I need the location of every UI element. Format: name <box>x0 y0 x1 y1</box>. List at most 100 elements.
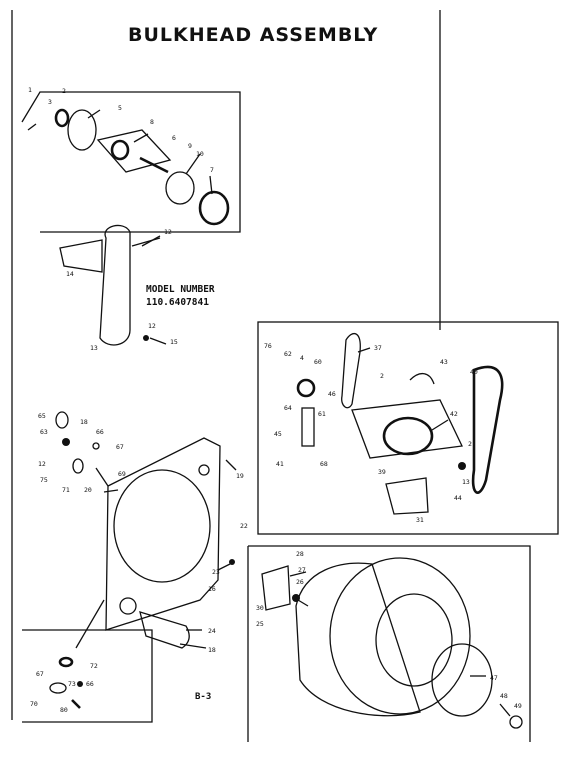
callout: 66 <box>96 428 104 436</box>
model-number-block: MODEL NUMBER 110.6407841 <box>146 283 215 309</box>
callout: 12 <box>164 228 172 236</box>
bushing <box>110 139 130 161</box>
callout: 31 <box>416 516 424 524</box>
bearing-plate <box>96 129 172 173</box>
callout: 26 <box>296 578 304 586</box>
bulkhead-hole-top <box>198 464 210 476</box>
callout: 20 <box>84 486 92 494</box>
callout: 69 <box>118 470 126 478</box>
callout-labels: 1 2 3 5 8 6 9 10 7 12 14 12 15 13 65 18 … <box>28 86 522 714</box>
motor-clamp <box>409 373 435 385</box>
nut <box>77 681 83 687</box>
callout: 5 <box>118 104 122 112</box>
bulkhead <box>75 437 235 649</box>
callout: 16 <box>208 585 216 593</box>
thermal-fuse <box>62 438 70 446</box>
shaft <box>139 156 169 174</box>
model-number-value: 110.6407841 <box>146 297 209 308</box>
callout: 41 <box>276 460 284 468</box>
callout: 72 <box>90 662 98 670</box>
exhaust-duct <box>59 224 161 346</box>
callout: 46 <box>328 390 336 398</box>
callout: 6 <box>172 134 176 142</box>
idler-bracket <box>301 407 315 447</box>
drum-inset-frame <box>248 545 531 742</box>
callout: 63 <box>40 428 48 436</box>
callout: 76 <box>264 342 272 350</box>
callout: 71 <box>62 486 70 494</box>
inset-parts <box>49 656 83 709</box>
callout: 67 <box>36 670 44 678</box>
callout: 2 <box>62 87 66 95</box>
bulkhead-bracket <box>95 467 109 487</box>
callout: 13 <box>462 478 470 486</box>
callout: 73 <box>68 680 76 688</box>
page-reference: B-3 <box>195 692 212 702</box>
callout: 48 <box>500 692 508 700</box>
washer <box>49 682 67 694</box>
blower-coupling <box>458 462 466 470</box>
duct-lint-screen <box>59 239 103 273</box>
motor-mount-plate <box>351 399 463 459</box>
callout: 70 <box>30 700 38 708</box>
screw <box>27 123 37 131</box>
drum-seal <box>431 643 493 717</box>
seal-ring <box>67 109 97 151</box>
burner-tube <box>139 611 190 649</box>
gasket <box>58 656 74 668</box>
callout: 24 <box>208 627 216 635</box>
impeller-assembly <box>21 91 241 233</box>
callout: 60 <box>314 358 322 366</box>
motor <box>382 416 434 456</box>
callout: 18 <box>208 646 216 654</box>
callout: 75 <box>40 476 48 484</box>
duct-body <box>99 224 131 346</box>
drum-belt <box>471 365 504 494</box>
callout: 7 <box>210 166 214 174</box>
callout: 3 <box>48 98 52 106</box>
callout: 23 <box>212 568 220 576</box>
drive-belt-small <box>341 332 361 409</box>
clip <box>92 442 100 450</box>
callout: 80 <box>60 706 68 714</box>
callout: 30 <box>256 604 264 612</box>
callout: 14 <box>66 270 74 278</box>
callout: 2 <box>468 440 472 448</box>
diagram-title: BULKHEAD ASSEMBLY <box>128 24 379 46</box>
drum-front <box>329 557 471 715</box>
callout: 10 <box>196 150 204 158</box>
idler-pulley <box>296 378 316 398</box>
callout: 12 <box>38 460 46 468</box>
model-number-label: MODEL NUMBER <box>146 284 215 295</box>
callout: 19 <box>236 472 244 480</box>
callout: 66 <box>86 680 94 688</box>
motor-inset-frame <box>257 321 559 535</box>
callout: 25 <box>256 620 264 628</box>
callout: 28 <box>296 550 304 558</box>
bearing <box>54 108 70 128</box>
leader-lines <box>87 109 511 717</box>
callout: 18 <box>80 418 88 426</box>
drum-shell <box>295 562 421 717</box>
callout: 40 <box>470 368 478 376</box>
drum-bracket <box>261 565 291 611</box>
sensor <box>72 458 84 474</box>
callout: 37 <box>374 344 382 352</box>
blower-wheel <box>198 190 230 226</box>
blower-wheel-disc <box>165 171 195 205</box>
callout: 68 <box>320 460 328 468</box>
callout: 1 <box>28 86 32 94</box>
callout: 8 <box>150 118 154 126</box>
callout: 22 <box>240 522 248 530</box>
motor-bracket <box>385 477 429 515</box>
callout: 42 <box>450 410 458 418</box>
callout: 61 <box>318 410 326 418</box>
thermostat <box>55 411 69 429</box>
callout: 27 <box>298 566 306 574</box>
bulkhead-panel <box>105 437 221 631</box>
callout: 15 <box>170 338 178 346</box>
callout: 47 <box>490 674 498 682</box>
wire-harness <box>75 599 105 649</box>
drum-opening <box>375 593 453 687</box>
